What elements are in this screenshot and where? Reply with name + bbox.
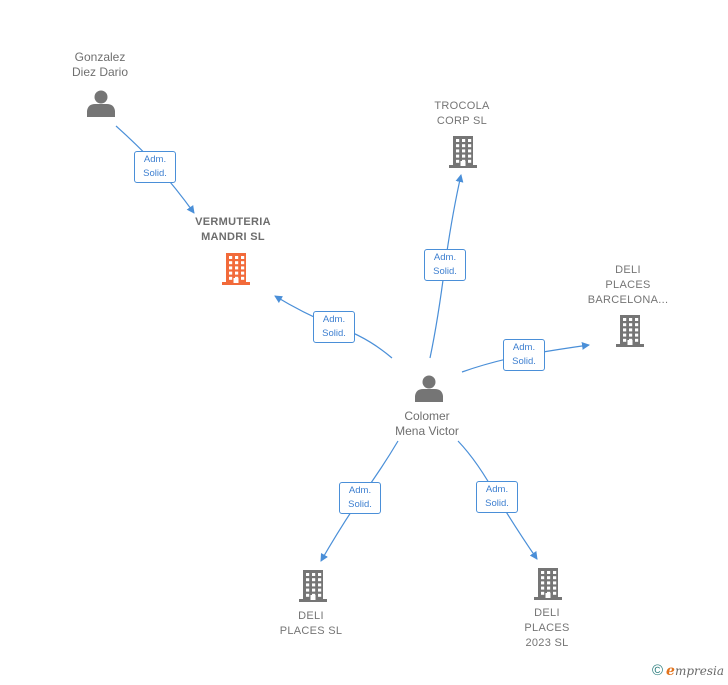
node-label-deli_places[interactable]: DELI PLACES SL xyxy=(279,610,343,637)
footer-brand: © empresia xyxy=(652,662,724,679)
edge-role-line2: Solid. xyxy=(512,356,536,367)
edge-label-colomer-deli_barcelona[interactable]: Adm. Solid. xyxy=(503,339,545,371)
edge-role-line1: Adm. xyxy=(433,252,457,263)
edge-role-line2: Solid. xyxy=(322,328,346,339)
person-icon-gonzalez[interactable] xyxy=(87,90,115,118)
edge-label-gonzalez-vermuteria[interactable]: Adm. Solid. xyxy=(134,151,176,183)
node-label-trocola[interactable]: TROCOLA CORP SL xyxy=(434,100,490,127)
edge-role-line1: Adm. xyxy=(512,342,536,353)
node-label-colomer[interactable]: Colomer Mena Victor xyxy=(395,409,459,438)
edge-role-line1: Adm. xyxy=(348,485,372,496)
building-icon-deli_barcelona[interactable] xyxy=(616,315,644,347)
node-label-gonzalez[interactable]: Gonzalez Diez Dario xyxy=(71,50,128,79)
node-label-deli_2023[interactable]: DELI PLACES 2023 SL xyxy=(524,607,570,649)
edge-role-line1: Adm. xyxy=(485,484,509,495)
person-icon-colomer[interactable] xyxy=(415,375,443,403)
node-label-deli_barcelona[interactable]: DELI PLACES BARCELONA... xyxy=(587,264,669,306)
edge-role-line2: Solid. xyxy=(143,168,167,179)
edge-role-line2: Solid. xyxy=(485,498,509,509)
copyright-icon: © xyxy=(651,662,664,679)
edge-role-line1: Adm. xyxy=(322,314,346,325)
edge-label-colomer-trocola[interactable]: Adm. Solid. xyxy=(424,249,466,281)
edge-role-line2: Solid. xyxy=(348,499,372,510)
building-icon-deli_2023[interactable] xyxy=(534,568,562,600)
edge-label-colomer-deli_2023[interactable]: Adm. Solid. xyxy=(476,481,518,513)
edge-label-colomer-deli_places[interactable]: Adm. Solid. xyxy=(339,482,381,514)
building-icon-trocola[interactable] xyxy=(449,136,477,168)
building-icon-vermuteria[interactable] xyxy=(222,253,250,285)
building-icon-deli_places[interactable] xyxy=(299,570,327,602)
edge-label-colomer-vermuteria[interactable]: Adm. Solid. xyxy=(313,311,355,343)
edge-role-line1: Adm. xyxy=(143,154,167,165)
node-label-vermuteria[interactable]: VERMUTERIA MANDRI SL xyxy=(195,216,271,243)
brand-logo[interactable]: empresia xyxy=(666,662,724,679)
edge-role-line2: Solid. xyxy=(433,266,457,277)
